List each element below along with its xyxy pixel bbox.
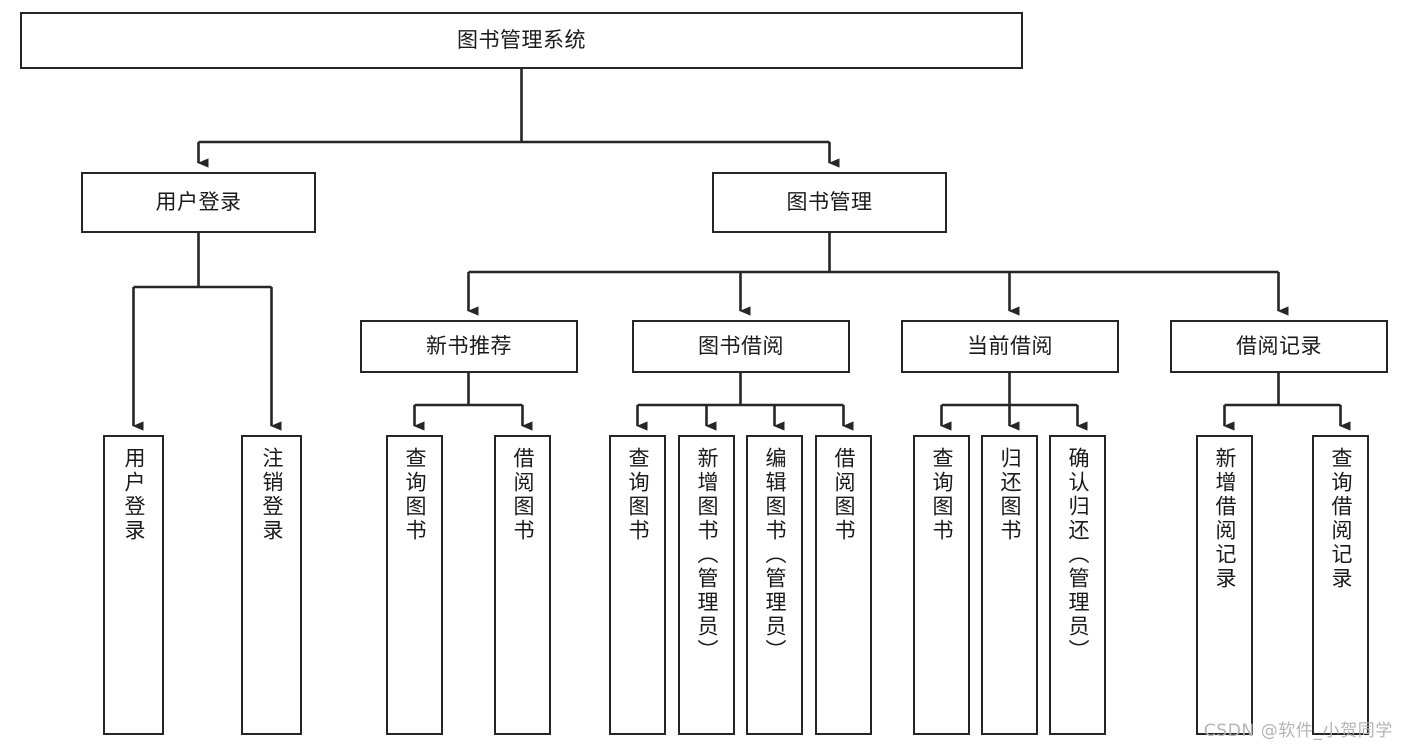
node-leaf-query-book-1-label: 查询图书 bbox=[403, 447, 427, 543]
node-leaf-return-book[interactable]: 归还图书 bbox=[981, 435, 1038, 735]
node-leaf-user-login[interactable]: 用户登录 bbox=[103, 435, 164, 735]
node-leaf-user-login-label: 用户登录 bbox=[122, 447, 146, 543]
node-borrow-record-label: 借阅记录 bbox=[1236, 333, 1322, 358]
node-leaf-borrow-book-2[interactable]: 借阅图书 bbox=[815, 435, 872, 735]
node-leaf-borrow-book-2-label: 借阅图书 bbox=[832, 447, 856, 543]
node-leaf-edit-book-label: 编辑图书（管理员） bbox=[763, 447, 787, 663]
node-new-book-recommend[interactable]: 新书推荐 bbox=[360, 320, 578, 373]
node-leaf-return-book-label: 归还图书 bbox=[998, 447, 1022, 543]
node-leaf-borrow-book-1-label: 借阅图书 bbox=[511, 447, 535, 543]
node-leaf-edit-book[interactable]: 编辑图书（管理员） bbox=[746, 435, 803, 735]
node-leaf-add-record-label: 新增借阅记录 bbox=[1213, 447, 1237, 591]
node-leaf-logout-login-label: 注销登录 bbox=[260, 447, 284, 543]
node-book-manage[interactable]: 图书管理 bbox=[712, 172, 947, 233]
node-leaf-confirm-return-label: 确认归还（管理员） bbox=[1066, 447, 1090, 663]
node-current-borrow-label: 当前借阅 bbox=[967, 333, 1053, 358]
node-leaf-add-record[interactable]: 新增借阅记录 bbox=[1196, 435, 1253, 735]
node-leaf-query-record-label: 查询借阅记录 bbox=[1329, 447, 1353, 591]
node-root[interactable]: 图书管理系统 bbox=[20, 12, 1023, 69]
node-leaf-query-book-3-label: 查询图书 bbox=[930, 447, 954, 543]
node-new-book-recommend-label: 新书推荐 bbox=[426, 333, 512, 358]
node-book-manage-label: 图书管理 bbox=[786, 189, 873, 214]
node-root-label: 图书管理系统 bbox=[457, 27, 586, 52]
node-leaf-logout-login[interactable]: 注销登录 bbox=[241, 435, 302, 735]
node-leaf-confirm-return[interactable]: 确认归还（管理员） bbox=[1049, 435, 1106, 735]
node-leaf-borrow-book-1[interactable]: 借阅图书 bbox=[494, 435, 551, 735]
node-leaf-add-book-label: 新增图书（管理员） bbox=[695, 447, 719, 663]
node-leaf-query-book-3[interactable]: 查询图书 bbox=[913, 435, 970, 735]
node-user-login[interactable]: 用户登录 bbox=[81, 172, 316, 233]
node-user-login-label: 用户登录 bbox=[155, 189, 242, 214]
node-book-borrow[interactable]: 图书借阅 bbox=[632, 320, 850, 373]
node-borrow-record[interactable]: 借阅记录 bbox=[1170, 320, 1388, 373]
node-current-borrow[interactable]: 当前借阅 bbox=[901, 320, 1119, 373]
node-leaf-add-book[interactable]: 新增图书（管理员） bbox=[678, 435, 735, 735]
node-leaf-query-book-2-label: 查询图书 bbox=[626, 447, 650, 543]
node-book-borrow-label: 图书借阅 bbox=[698, 333, 784, 358]
node-leaf-query-book-2[interactable]: 查询图书 bbox=[609, 435, 666, 735]
node-leaf-query-book-1[interactable]: 查询图书 bbox=[386, 435, 443, 735]
node-leaf-query-record[interactable]: 查询借阅记录 bbox=[1312, 435, 1369, 735]
